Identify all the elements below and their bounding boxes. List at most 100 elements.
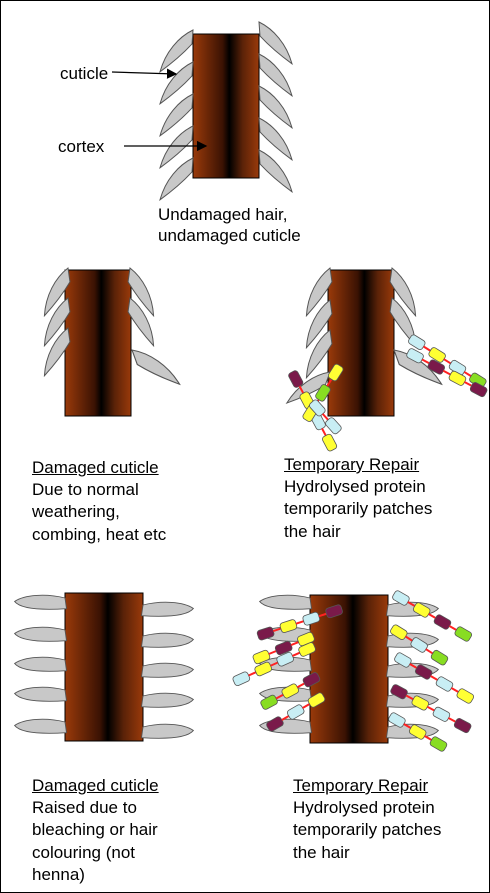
- peptide-bond: [326, 378, 333, 387]
- peptide-bond: [405, 694, 414, 701]
- peptide-bond: [403, 723, 412, 729]
- hair-damaged-raised: [13, 590, 195, 746]
- protein-bead: [325, 604, 343, 619]
- protein-bead: [252, 649, 271, 665]
- protein-bead: [408, 334, 426, 350]
- caption-repair1-line2: temporarily patches: [284, 499, 433, 518]
- caption-repair2-line1: Hydrolysed protein: [293, 798, 435, 817]
- hair-damaged-normal: [37, 267, 181, 417]
- caption-repair2-line3: the hair: [293, 843, 350, 862]
- peptide-bond: [425, 648, 434, 655]
- peptide-bond: [426, 705, 435, 712]
- caption-undamaged-line2: undamaged cuticle: [158, 226, 301, 245]
- peptide-bond: [298, 385, 305, 394]
- peptide-bond: [321, 428, 327, 437]
- caption-damaged-normal-title: Damaged cuticle: [32, 458, 159, 477]
- protein-bead: [309, 399, 326, 417]
- peptide-bond: [428, 613, 437, 619]
- cortex-label: cortex: [58, 137, 105, 156]
- protein-bead: [286, 704, 305, 720]
- peptide-bond: [423, 345, 431, 352]
- peptide-bond: [318, 612, 327, 618]
- cuticle-scale: [141, 688, 195, 715]
- peptide-bond: [448, 717, 457, 723]
- caption-repair1-line3: the hair: [284, 522, 341, 541]
- caption-damaged-raised-title: Damaged cuticle: [32, 776, 159, 795]
- cortex-shaft: [327, 269, 395, 417]
- peptide-bond: [430, 675, 439, 681]
- protein-bead: [307, 692, 326, 708]
- protein-chain: [390, 624, 449, 666]
- protein-chain: [256, 604, 343, 641]
- protein-bead: [433, 614, 452, 630]
- caption-damaged-normal-line3: combing, heat etc: [32, 525, 167, 544]
- caption-repair2-title: Temporary Repair: [293, 776, 429, 795]
- cuticle-scale: [258, 590, 312, 617]
- protein-bead: [435, 676, 454, 692]
- protein-chain: [266, 692, 326, 732]
- peptide-bond: [409, 663, 418, 669]
- peptide-bond: [321, 413, 329, 421]
- caption-repair1-title: Temporary Repair: [284, 455, 420, 474]
- protein-bead: [429, 736, 448, 752]
- peptide-bond: [442, 369, 451, 376]
- cuticle-scale: [141, 597, 195, 624]
- peptide-bond: [421, 358, 430, 365]
- cuticle-scale: [13, 652, 67, 679]
- peptide-bond: [296, 682, 305, 689]
- caption-damaged-raised-line2: bleaching or hair: [32, 820, 158, 839]
- protein-chain: [260, 672, 321, 710]
- cortex-shaft: [64, 269, 132, 417]
- protein-bead: [322, 433, 338, 452]
- protein-chain: [388, 712, 448, 752]
- cortex-shaft: [309, 594, 389, 744]
- protein-bead: [454, 626, 473, 642]
- protein-bead: [274, 640, 293, 656]
- caption-undamaged-line1: Undamaged hair,: [158, 205, 288, 224]
- caption-repair1-line1: Hydrolysed protein: [284, 477, 426, 496]
- caption-damaged-raised-line3: colouring (not: [32, 843, 136, 862]
- protein-chain: [406, 348, 488, 398]
- protein-bead: [448, 370, 467, 386]
- peptide-bond: [270, 661, 279, 667]
- protein-chain: [392, 590, 473, 642]
- protein-bead: [469, 382, 488, 398]
- peptide-bond: [268, 650, 277, 655]
- peptide-bond: [272, 627, 282, 633]
- peptide-bond: [464, 381, 473, 387]
- peptide-bond: [248, 671, 257, 677]
- protein-chain: [309, 399, 342, 435]
- cuticle-scale: [141, 628, 195, 655]
- peptide-bond: [275, 693, 284, 700]
- peptide-bond: [290, 641, 299, 646]
- cuticle-scale: [13, 622, 67, 649]
- hair-temporary-repair-2: [232, 590, 475, 752]
- protein-bead: [390, 624, 408, 640]
- protein-chain: [394, 652, 475, 704]
- cuticle-scale: [131, 338, 181, 397]
- protein-bead: [254, 661, 273, 677]
- cuticle-scale: [141, 719, 195, 746]
- caption-damaged-normal-line1: Due to normal: [32, 480, 139, 499]
- protein-bead: [327, 363, 344, 382]
- caption-damaged-normal-line2: weathering,: [32, 502, 120, 521]
- cuticle-scale: [13, 590, 67, 617]
- protein-bead: [325, 417, 342, 435]
- cuticle-scale: [141, 658, 195, 685]
- caption-damaged-raised-line4: henna): [32, 865, 85, 884]
- protein-chain: [390, 684, 472, 734]
- hair-temporary-repair-1: [286, 267, 488, 452]
- cortex-shaft: [192, 33, 260, 179]
- protein-chain: [232, 642, 316, 687]
- caption-repair2-line2: temporarily patches: [293, 820, 442, 839]
- cuticle-label: cuticle: [60, 64, 109, 83]
- protein-bead: [432, 706, 451, 722]
- peptide-bond: [407, 601, 416, 607]
- cuticle-scale: [13, 714, 67, 741]
- peptide-bond: [463, 371, 472, 378]
- peptide-bond: [405, 635, 413, 642]
- peptide-bond: [448, 625, 457, 631]
- peptide-bond: [443, 358, 452, 365]
- protein-bead: [453, 718, 472, 734]
